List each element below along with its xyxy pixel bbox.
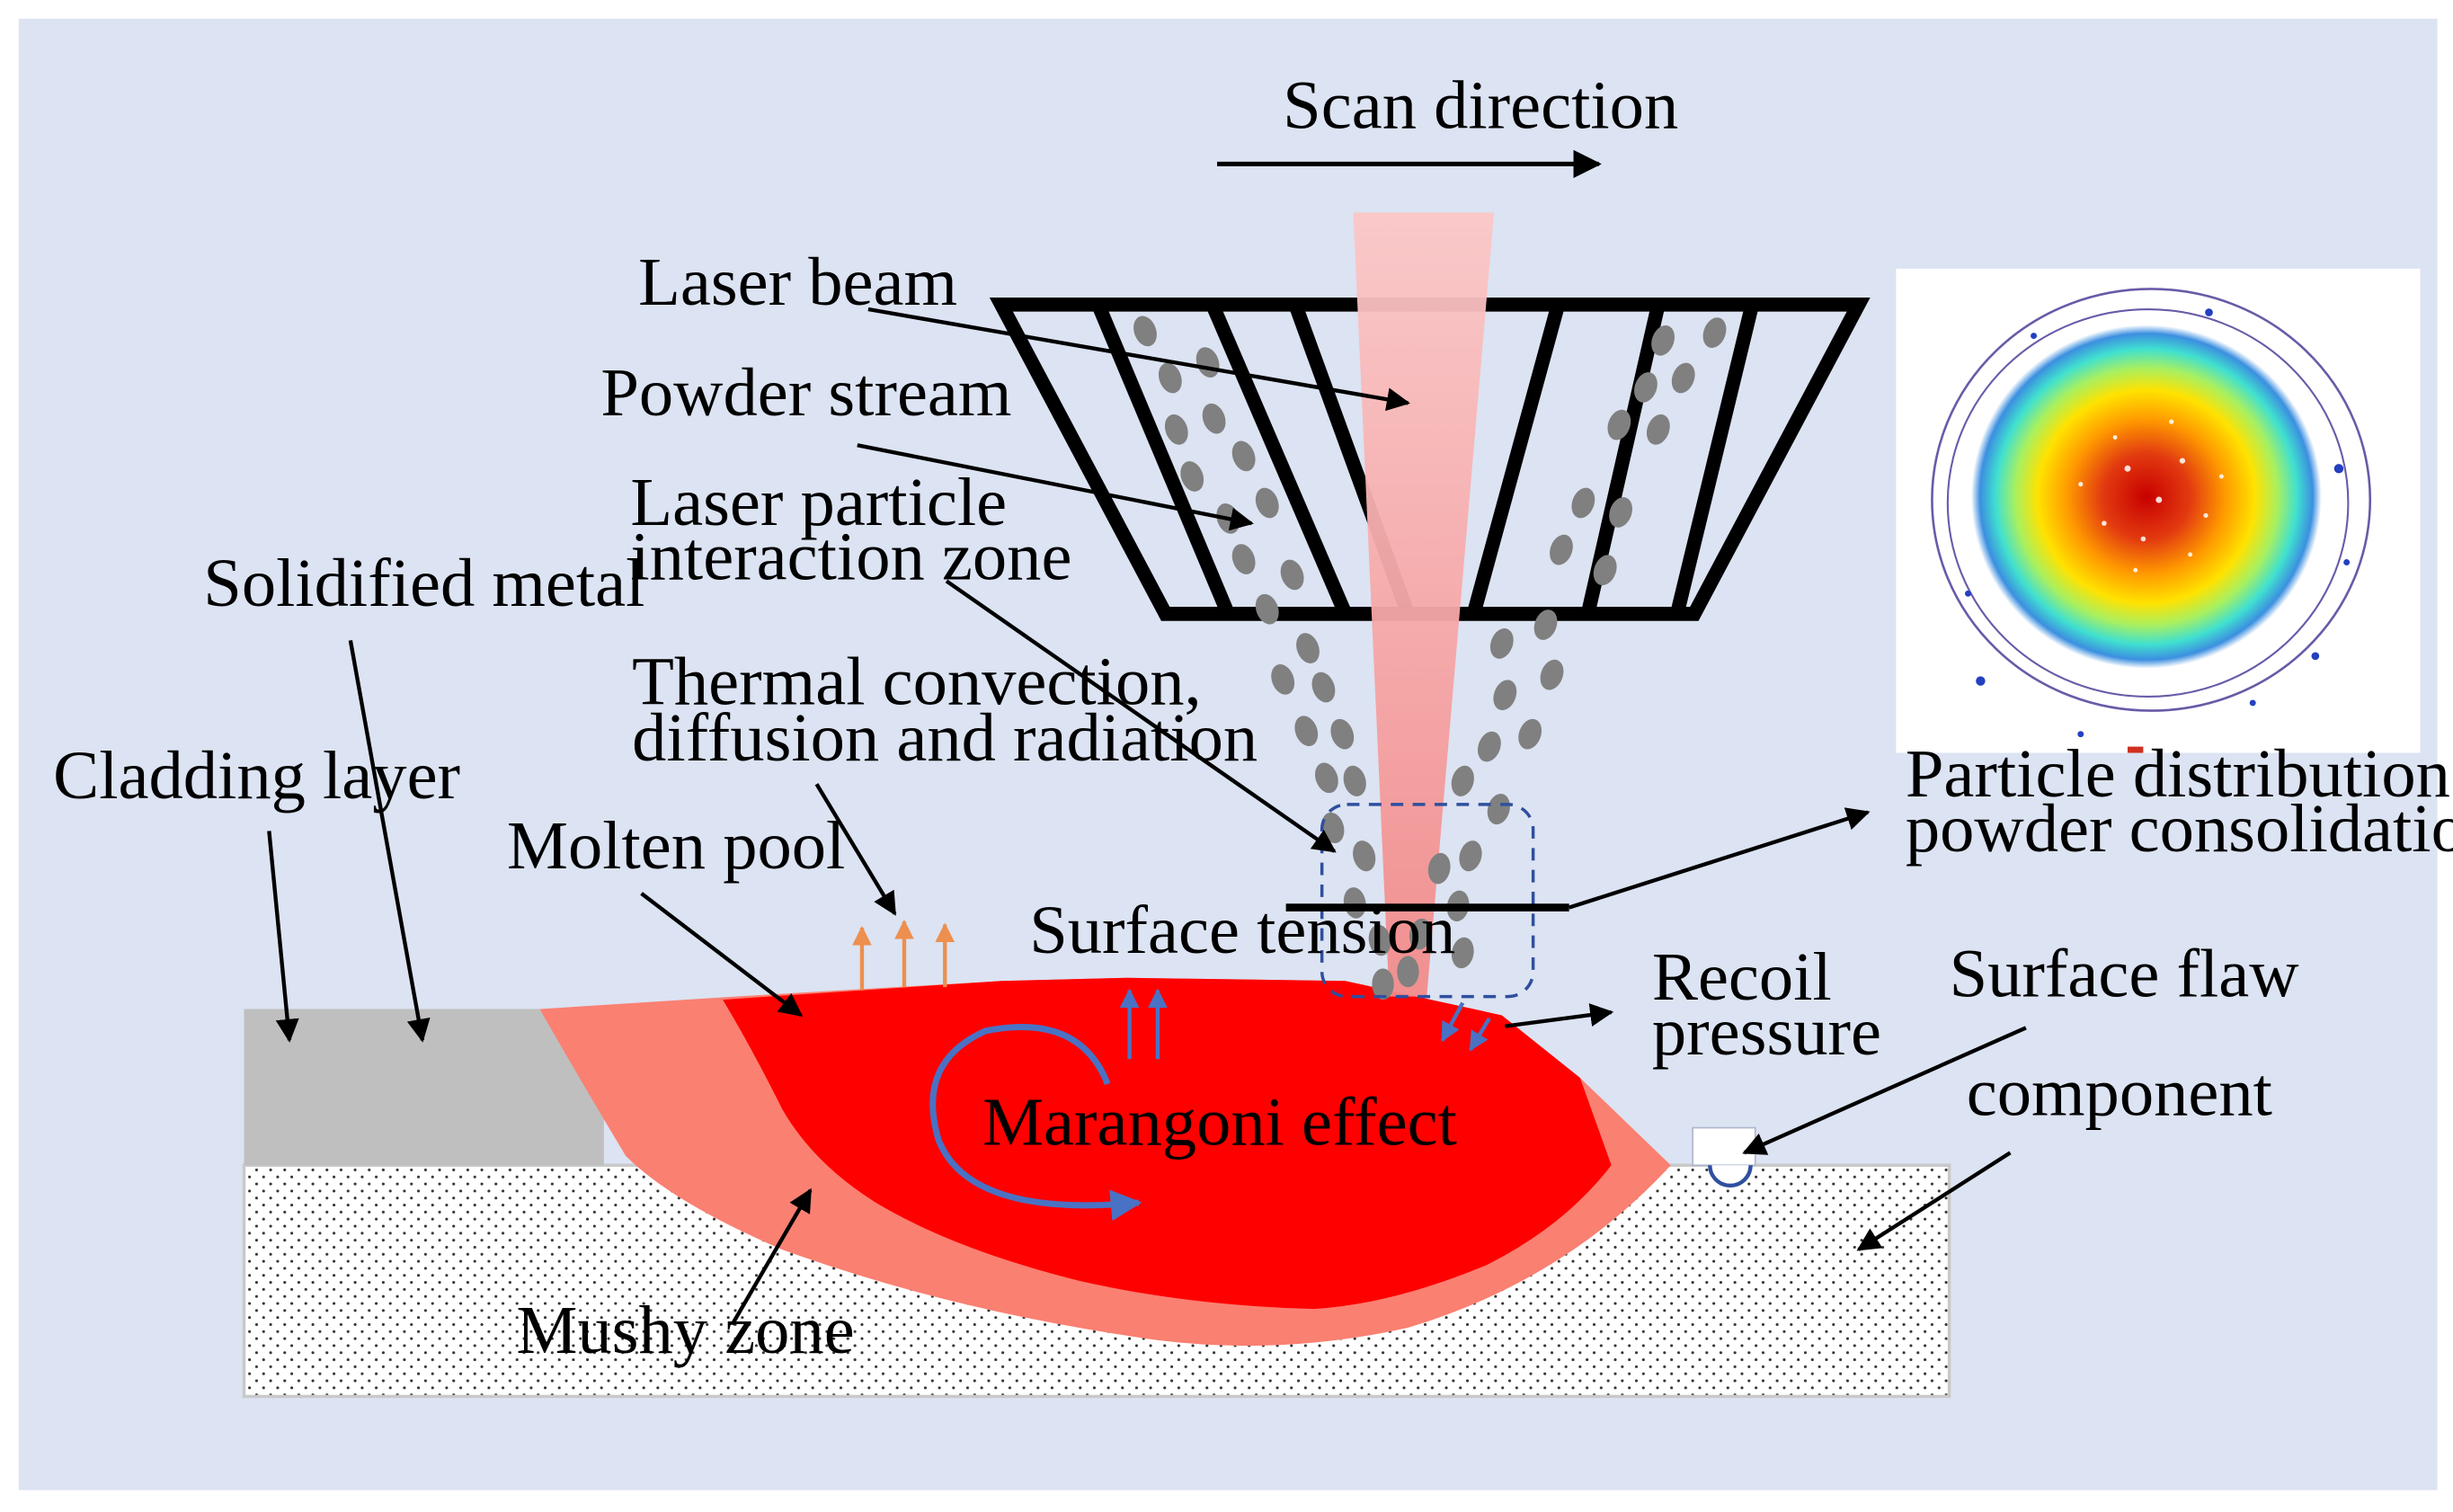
- marangoni-circulation-arrow: [929, 1024, 1142, 1222]
- solidified-metal-label: Solidified metal: [203, 545, 644, 621]
- solidified-metal-layer: [244, 1009, 604, 1166]
- interaction-zone-label-1: Laser particle: [630, 464, 1007, 540]
- component-label: component: [1967, 1054, 2272, 1131]
- marangoni-label: Marangoni effect: [982, 1084, 1457, 1161]
- particle-distribution-label-1: Particle distribution on the: [1906, 735, 2453, 812]
- mushy-zone-label: Mushy zone: [516, 1292, 854, 1368]
- interaction-zone-box: [1320, 803, 1535, 999]
- heat-arrows: [852, 920, 955, 991]
- particle-distribution-label-2: powder consolidation plan: [1906, 790, 2453, 867]
- particle-distribution-image: [1896, 268, 2421, 753]
- surface-tension-arrows: [1119, 988, 1168, 1060]
- surface-flaw-box: [1692, 1126, 1756, 1167]
- recoil-label-2: pressure: [1652, 993, 1881, 1070]
- thermal-label-2: diffusion and radiation: [632, 699, 1258, 776]
- powder-stream-label: Powder stream: [600, 354, 1011, 431]
- scan-direction-label: Scan direction: [1283, 67, 1678, 144]
- interaction-zone-label-2: interaction zone: [630, 519, 1071, 595]
- molten-pool-label: Molten pool: [507, 807, 845, 884]
- pointer-arrows: [267, 307, 2027, 1326]
- surface-flaw: [1708, 1165, 1753, 1188]
- surface-tension-label: Surface tension: [1029, 892, 1455, 968]
- cladding-layer-label: Cladding layer: [53, 737, 460, 814]
- laser-beam-label: Laser beam: [638, 244, 957, 320]
- surface-flaw-label: Surface flaw: [1950, 936, 2299, 1012]
- thermal-label-1: Thermal convection,: [632, 644, 1202, 720]
- recoil-label-1: Recoil: [1652, 938, 1832, 1015]
- recoil-pressure-arrows: [1440, 1001, 1491, 1052]
